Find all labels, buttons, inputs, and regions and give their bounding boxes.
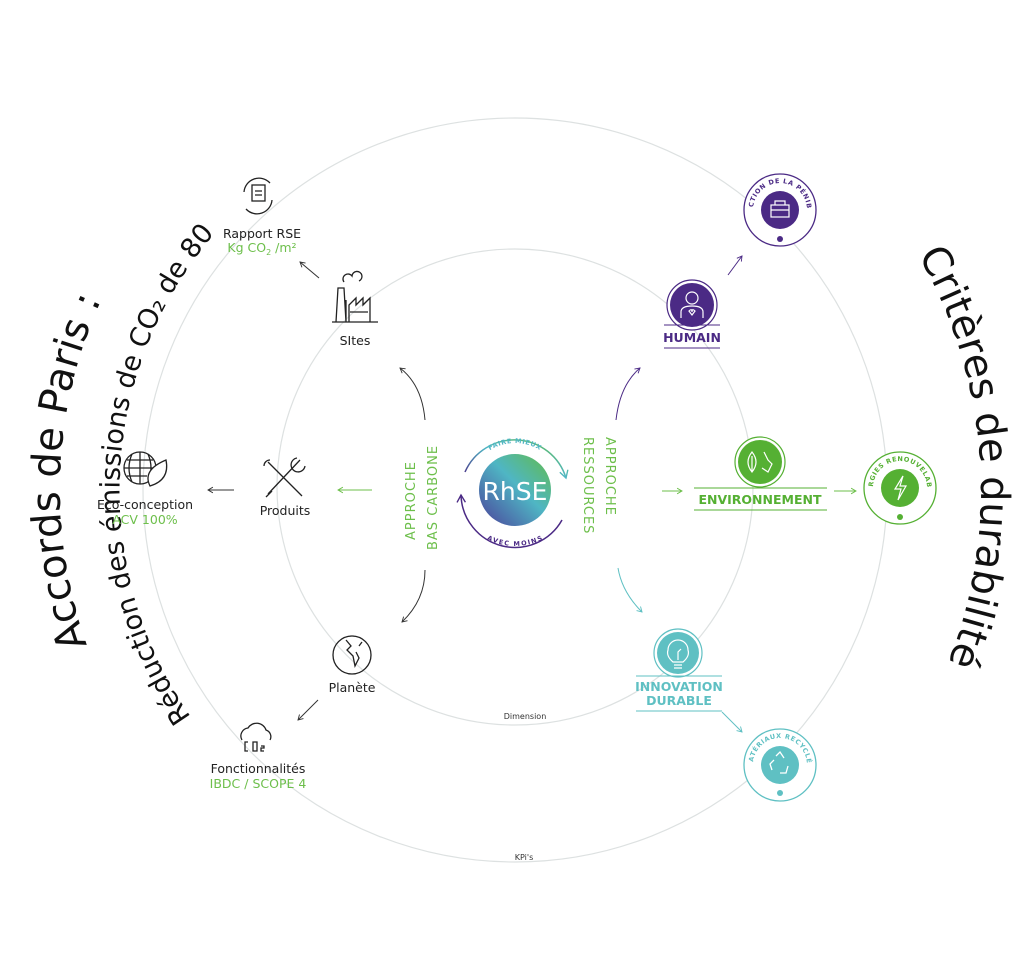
item-rapport-rse[interactable]: Rapport RSE Kg CO2 /m² <box>223 177 301 257</box>
item-sites[interactable]: SItes <box>332 270 378 348</box>
badge-energies[interactable]: ÉNERGIES RENOUVELABLES <box>0 0 937 525</box>
humain-label: HUMAIN <box>663 330 721 345</box>
outer-ring-label: KPi's <box>515 853 533 862</box>
eco-label: Eco-conception <box>97 497 193 512</box>
flow-arrows <box>207 255 857 733</box>
lightning-icon <box>893 475 908 501</box>
fonction-sub: IBDC / SCOPE 4 <box>210 776 307 791</box>
leaf-hand-icon <box>747 451 773 473</box>
document-cycle-icon <box>243 177 273 215</box>
rapport-label: Rapport RSE <box>223 226 301 241</box>
inner-ring <box>276 248 754 726</box>
item-fonctionnalites[interactable]: Fonctionnalités IBDC / SCOPE 4 <box>210 722 307 791</box>
recycle-icon <box>769 750 789 774</box>
headline-left-sub: Réduction des émissions de CO₂ de 80% <box>0 0 220 730</box>
toolbox-icon <box>770 200 790 218</box>
badge-penibilite[interactable]: RÉDUCTION DE LA PÉNIBILITÉ <box>0 0 817 247</box>
eco-sub: ACV 100% <box>112 512 177 527</box>
item-eco-conception[interactable]: Eco-conception ACV 100% <box>97 451 193 527</box>
badge-penibilite-text: RÉDUCTION DE LA PÉNIBILITÉ <box>0 0 813 209</box>
globe-icon <box>332 635 372 675</box>
item-planete[interactable]: Planète <box>329 635 376 695</box>
inner-ring-label: Dimension <box>504 712 547 721</box>
approach-left-line1: APPROCHE <box>404 461 419 540</box>
person-heart-icon <box>680 291 704 318</box>
center-title: RhSE <box>483 477 548 506</box>
item-humain[interactable]: HUMAIN <box>663 279 721 349</box>
innovation-line2: DURABLE <box>646 693 712 708</box>
center-hub: RhSE FAIRE MIEUX AVEC MOINS <box>456 437 569 549</box>
environnement-label: ENVIRONNEMENT <box>698 492 821 507</box>
fonction-label: Fonctionnalités <box>211 761 306 776</box>
cloud-co2-icon <box>240 722 272 752</box>
item-environnement[interactable]: ENVIRONNEMENT <box>694 436 827 511</box>
approach-right-line2: RESSOURCES <box>580 437 595 534</box>
headline-right: Critères de durabilité <box>909 238 1017 676</box>
sites-label: SItes <box>340 333 371 348</box>
item-innovation[interactable]: INNOVATION DURABLE <box>635 628 723 712</box>
factory-icon <box>332 270 378 323</box>
rapport-sub: Kg CO2 /m² <box>227 240 296 257</box>
innovation-line1: INNOVATION <box>635 679 723 694</box>
approach-right-line1: APPROCHE <box>602 437 617 516</box>
lightbulb-icon <box>666 639 690 669</box>
planete-label: Planète <box>329 680 376 695</box>
produits-label: Produits <box>260 503 311 518</box>
center-bottom-text: AVEC MOINS <box>486 534 544 548</box>
item-produits[interactable]: Produits <box>260 457 311 518</box>
tools-icon <box>263 457 306 498</box>
globe-leaf-icon <box>123 451 168 487</box>
approach-left-line2: BAS CARBONE <box>426 445 441 550</box>
